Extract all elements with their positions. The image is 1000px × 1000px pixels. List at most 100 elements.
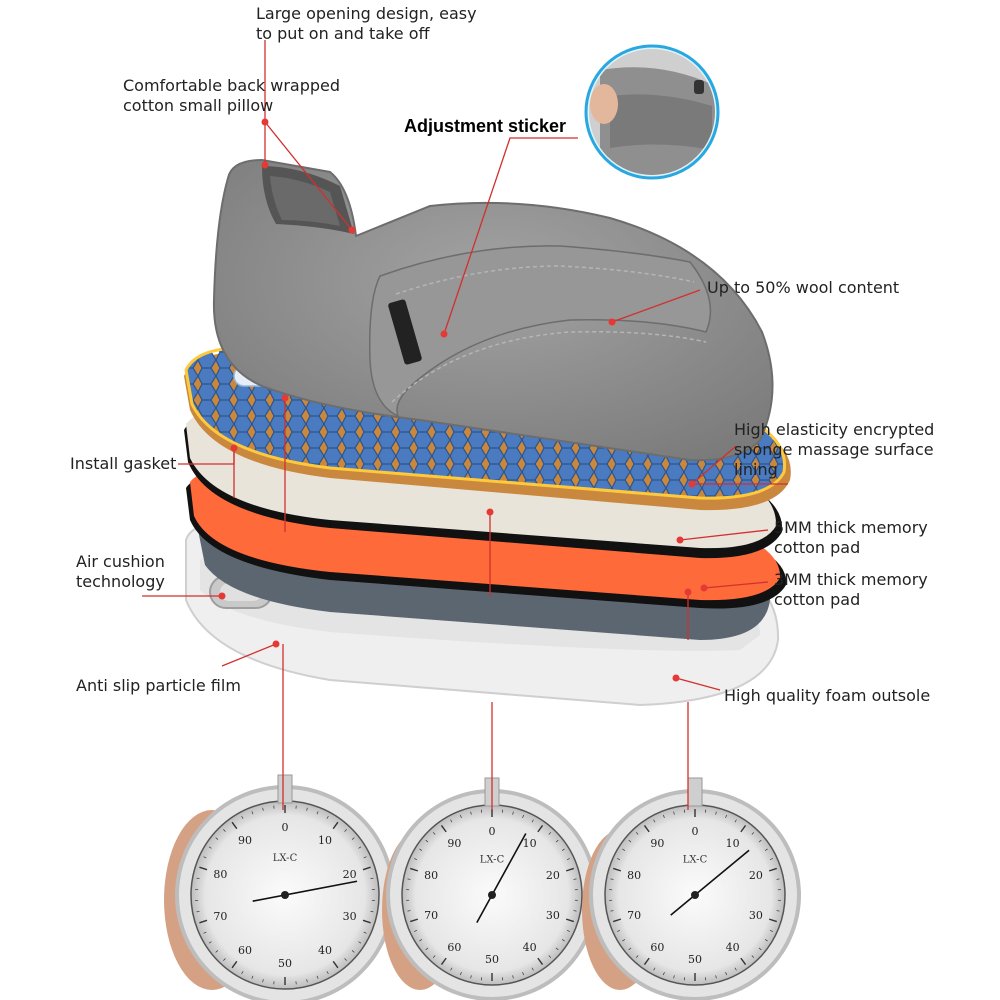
gauge-tick xyxy=(332,960,339,969)
gauge-tick xyxy=(241,971,244,975)
gauge-tick xyxy=(643,957,650,965)
label-back-pillow: Comfortable back wrapped cotton small pi… xyxy=(123,76,341,115)
callout-wool xyxy=(611,289,701,323)
gauge-tick-label: 90 xyxy=(650,837,664,850)
gauge-tick xyxy=(358,846,362,849)
gauge-tick xyxy=(326,815,329,819)
gauge-tick xyxy=(566,930,570,932)
gauge-tick xyxy=(769,858,773,860)
gauge-model-label: LX-C xyxy=(683,855,708,866)
gauge-needle xyxy=(476,833,527,923)
gauge-tick xyxy=(725,814,727,818)
gauge-tick xyxy=(548,955,552,958)
gauge-model-label: LX-C xyxy=(273,853,298,864)
gauge-tick xyxy=(344,958,347,961)
gauge-tick xyxy=(764,848,768,851)
gauge-tick xyxy=(215,837,219,840)
gauge-tick xyxy=(653,967,656,971)
gauge-tick xyxy=(326,971,329,975)
gauge-tick xyxy=(231,960,238,969)
gauge-tick xyxy=(414,858,418,860)
gauge-tick xyxy=(409,918,419,923)
gauge-tick xyxy=(653,819,656,823)
gauge-tick xyxy=(610,878,614,880)
gauge-tick xyxy=(531,819,534,823)
label-foam-outsole: High quality foam outsole xyxy=(724,686,931,705)
gauge-tick xyxy=(262,807,264,811)
label-anti-slip: Anti slip particle film xyxy=(76,676,241,695)
gauge-tick-label: 30 xyxy=(749,909,763,922)
gauge-tick xyxy=(565,867,575,872)
gauge-tick xyxy=(419,848,423,851)
gauge-needle xyxy=(252,880,358,902)
gauge-tick xyxy=(362,866,371,871)
gauge-tick-label: 30 xyxy=(546,909,560,922)
gauge-tick xyxy=(450,819,453,823)
gauge-tick xyxy=(555,947,559,951)
gauge-tick xyxy=(425,839,429,843)
gauge-tick xyxy=(432,955,436,958)
gauge-tick-label: 70 xyxy=(424,909,438,922)
gauge-tick xyxy=(725,972,727,976)
gauge-tick xyxy=(776,878,780,880)
gauge-tick-label: 40 xyxy=(726,941,740,954)
gauge-tick xyxy=(306,807,308,811)
gauge-tick-label: 50 xyxy=(278,957,292,970)
gauge-tick xyxy=(306,979,308,983)
gauge-tick xyxy=(573,878,577,880)
gauge-tick-label: 40 xyxy=(523,941,537,954)
gauge-tick xyxy=(628,947,632,951)
gauge-tick xyxy=(776,910,780,912)
gauge-tick xyxy=(537,957,544,965)
gauge-tick xyxy=(316,811,319,815)
gauge-tick-label: 20 xyxy=(343,868,357,881)
gauge-tick xyxy=(316,975,319,979)
gauge-tick xyxy=(332,821,339,830)
gauge-tick xyxy=(734,967,737,971)
gauge-tick xyxy=(768,867,778,872)
gauge-tick xyxy=(440,957,447,965)
gauge-tick xyxy=(199,866,208,871)
shoe-upper xyxy=(212,158,774,462)
gauge-tick xyxy=(425,947,429,951)
gauge-tick xyxy=(432,832,436,835)
gauge-tick xyxy=(612,867,622,872)
gauge-tick-label: 20 xyxy=(546,869,560,882)
gauge-tick-label: 10 xyxy=(318,834,332,847)
label-sponge-surface: High elasticity encrypted sponge massage… xyxy=(734,420,935,479)
label-memory-5mm: 5MM thick memory cotton pad xyxy=(774,518,928,557)
gauge-tick xyxy=(414,930,418,932)
callout-3mm xyxy=(703,581,769,589)
gauge-tick-label: 10 xyxy=(726,837,740,850)
gauge-tick xyxy=(512,975,514,979)
gauge-tick-label: 80 xyxy=(424,869,438,882)
gauge-tick xyxy=(610,910,614,912)
gauge-tick xyxy=(370,877,374,880)
gauge-tick xyxy=(764,939,768,942)
gauge-tick xyxy=(635,832,639,835)
gauge-tick xyxy=(715,975,717,979)
gauge-tick xyxy=(622,939,626,942)
gauge-tick xyxy=(351,950,355,953)
gauge-tick xyxy=(215,950,219,953)
gauge-tick xyxy=(769,930,773,932)
gauge-tick xyxy=(768,918,778,923)
gauge-tick xyxy=(758,947,762,951)
gauge-tick xyxy=(362,919,371,924)
gauge-tick xyxy=(663,814,665,818)
gauge-tick-label: 50 xyxy=(688,953,702,966)
gauge-tick xyxy=(470,811,472,815)
gauge-tick xyxy=(407,878,411,880)
gauge-tick xyxy=(223,958,226,961)
label-wool-content: Up to 50% wool content xyxy=(707,278,900,297)
gauge-tick-label: 70 xyxy=(627,909,641,922)
gauge-tick-label: 90 xyxy=(238,834,252,847)
gauge-tick-label: 60 xyxy=(447,941,461,954)
gauge-tick-label: 70 xyxy=(213,910,227,923)
gauge-tick xyxy=(363,856,367,859)
gauge-tick-label: 90 xyxy=(447,837,461,850)
label-install-gasket: Install gasket xyxy=(70,454,177,473)
gauge-hub xyxy=(488,891,496,899)
